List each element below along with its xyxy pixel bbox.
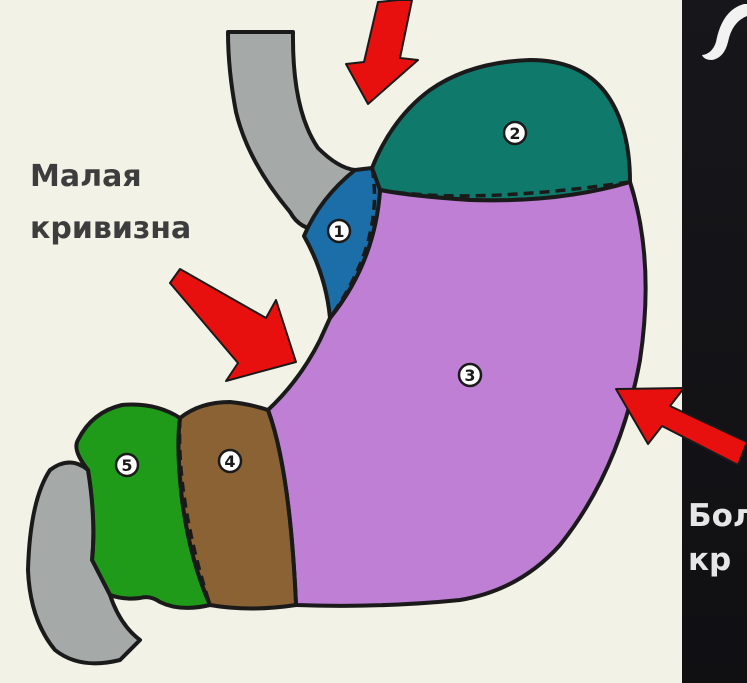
- top-arrow-icon: [346, 0, 418, 104]
- lesser-curvature-arrow-icon: [170, 269, 296, 381]
- marker-4-text: 4: [224, 452, 235, 471]
- lesser-curvature-label-line2: кривизна: [30, 211, 191, 246]
- lesser-curvature-label-line1: Малая: [30, 159, 142, 194]
- greater-curvature-arrow-icon: [616, 388, 747, 465]
- greater-curvature-label-line1: Бол: [688, 498, 747, 534]
- fundus-region: [372, 60, 630, 200]
- marker-1-text: 1: [333, 222, 344, 241]
- marker-3-text: 3: [464, 366, 475, 385]
- marker-3: 3: [459, 364, 481, 386]
- marker-4: 4: [219, 450, 241, 472]
- marker-2-text: 2: [509, 124, 520, 143]
- marker-1: 1: [328, 220, 350, 242]
- marker-2: 2: [504, 122, 526, 144]
- title-glyph-fragment: [702, 4, 747, 60]
- marker-5: 5: [116, 454, 138, 476]
- greater-curvature-label-line2: кр: [688, 542, 731, 578]
- marker-5-text: 5: [121, 456, 132, 475]
